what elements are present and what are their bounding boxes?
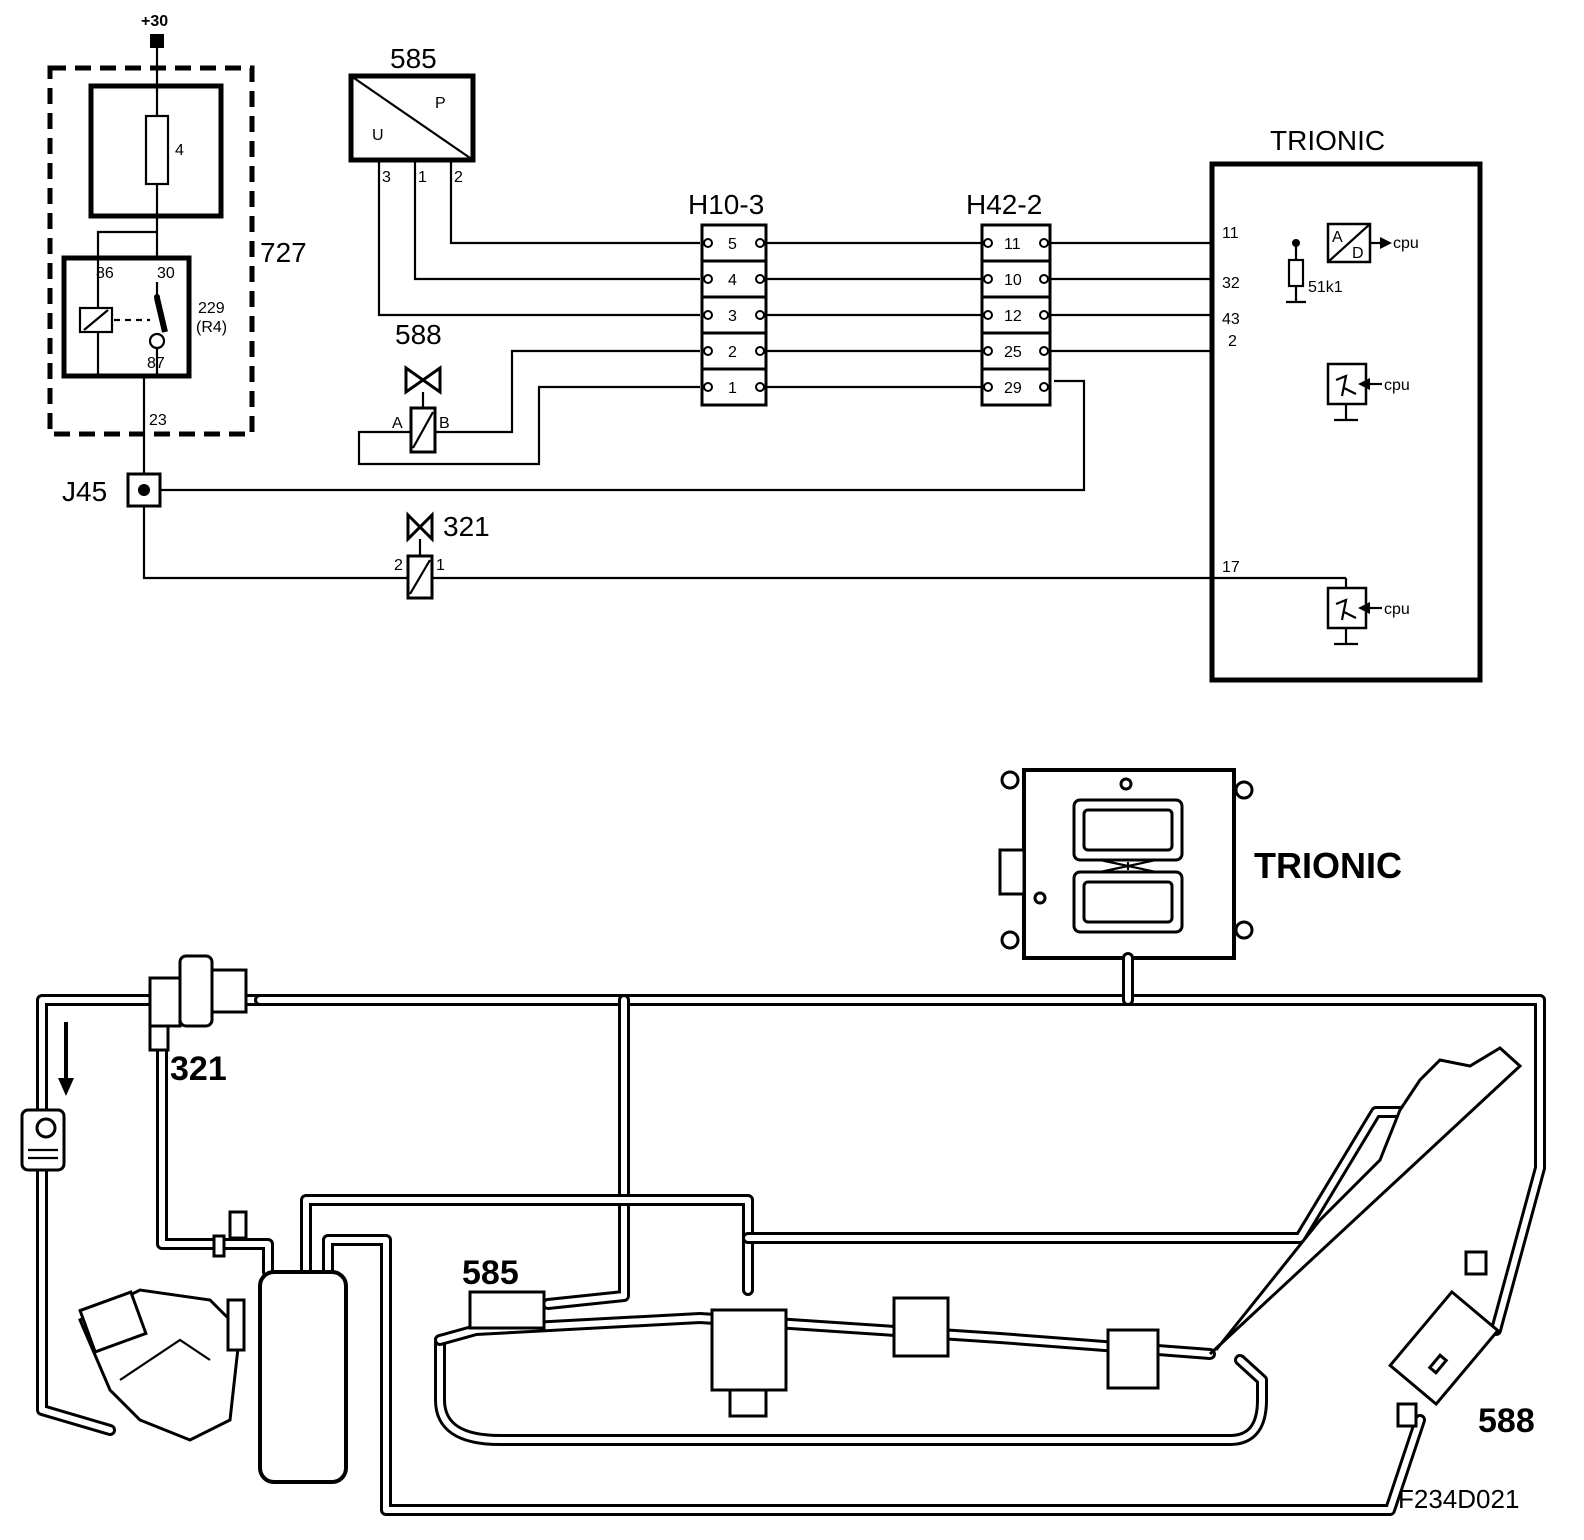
cpu-label: cpu	[1384, 601, 1410, 618]
relay-box-727	[47, 65, 255, 437]
h10-pin: 4	[728, 272, 737, 289]
h42-pin: 25	[1004, 344, 1022, 361]
h42-pin: 10	[1004, 272, 1022, 289]
sensor-585-p: P	[435, 95, 446, 112]
ecu-pin: 11	[1222, 225, 1239, 242]
ecu-title: TRIONIC	[1270, 125, 1385, 156]
valve-321-physical-label: 321	[170, 1050, 227, 1088]
junction-label: J45	[62, 476, 107, 507]
tee-fitting	[228, 1210, 248, 1240]
relay-pin-86: 86	[96, 265, 114, 282]
valve-321-pin-2: 2	[394, 557, 403, 574]
sensor-585-physical	[468, 1290, 546, 1330]
connector-h42-label: H42-2	[966, 189, 1042, 220]
supply-terminal	[150, 34, 164, 48]
ecu-housing	[998, 768, 1254, 960]
ecu-pin: 2	[1228, 333, 1237, 350]
cpu-label: cpu	[1384, 377, 1410, 394]
supply-label: +30	[141, 13, 168, 30]
valve-588-symbol	[404, 365, 442, 395]
air-filter	[20, 1108, 66, 1172]
adc-a: A	[1332, 229, 1343, 246]
relay-box-label: 727	[260, 237, 307, 268]
valve-321-physical	[148, 954, 248, 1052]
h42-pin: 29	[1004, 380, 1022, 397]
h10-pin: 1	[728, 380, 737, 397]
fuel-line-assembly	[434, 1046, 1523, 1446]
valve-588-pin-a: A	[392, 415, 403, 432]
relay-sub: (R4)	[196, 319, 227, 336]
sensor-585-pin-1: 1	[418, 169, 427, 186]
sensor-585-physical-label: 585	[462, 1254, 519, 1292]
valve-321-label: 321	[443, 511, 490, 542]
vacuum-hose-network	[36, 952, 1546, 1516]
figure-code: F234D021	[1398, 1484, 1519, 1514]
wire-23-label: 23	[149, 412, 167, 429]
relay-contact-87	[148, 332, 166, 350]
ecu-pin: 43	[1222, 311, 1240, 328]
fuse-number: 4	[175, 142, 184, 159]
h10-pin: 3	[728, 308, 737, 325]
valve-588-physical	[1388, 1250, 1500, 1428]
ecu-pin: 17	[1222, 559, 1240, 576]
h42-pin: 11	[1004, 236, 1021, 253]
sensor-585-u: U	[372, 127, 384, 144]
valve-321-symbol	[406, 511, 434, 543]
sensor-585-pin-2: 2	[454, 169, 463, 186]
valve-588-label: 588	[395, 319, 442, 350]
sensor-585-label: 585	[390, 43, 437, 74]
connector-h10	[700, 223, 768, 407]
valve-321-pin-1: 1	[436, 557, 445, 574]
adc-d: D	[1352, 245, 1364, 262]
resistor-51k1	[1287, 258, 1305, 288]
relay-switch	[154, 297, 168, 333]
charcoal-canister	[258, 1270, 348, 1484]
throttle-body	[78, 1288, 246, 1442]
h10-pin: 2	[728, 344, 737, 361]
valve-588-physical-label: 588	[1478, 1402, 1535, 1440]
fuse-4	[144, 114, 170, 186]
h10-pin: 5	[728, 236, 737, 253]
relay-id: 229	[198, 300, 225, 317]
h42-pin: 12	[1004, 308, 1022, 325]
cpu-label: cpu	[1393, 235, 1419, 252]
resistor-label: 51k1	[1308, 279, 1343, 296]
connector-h10-label: H10-3	[688, 189, 764, 220]
valve-588-pin-b: B	[439, 415, 450, 432]
connector-h42	[980, 223, 1052, 407]
ecu-pin: 32	[1222, 275, 1240, 292]
relay-pin-30: 30	[157, 265, 175, 282]
sensor-585-pin-3: 3	[382, 169, 391, 186]
ecu-physical-label: TRIONIC	[1254, 845, 1402, 886]
